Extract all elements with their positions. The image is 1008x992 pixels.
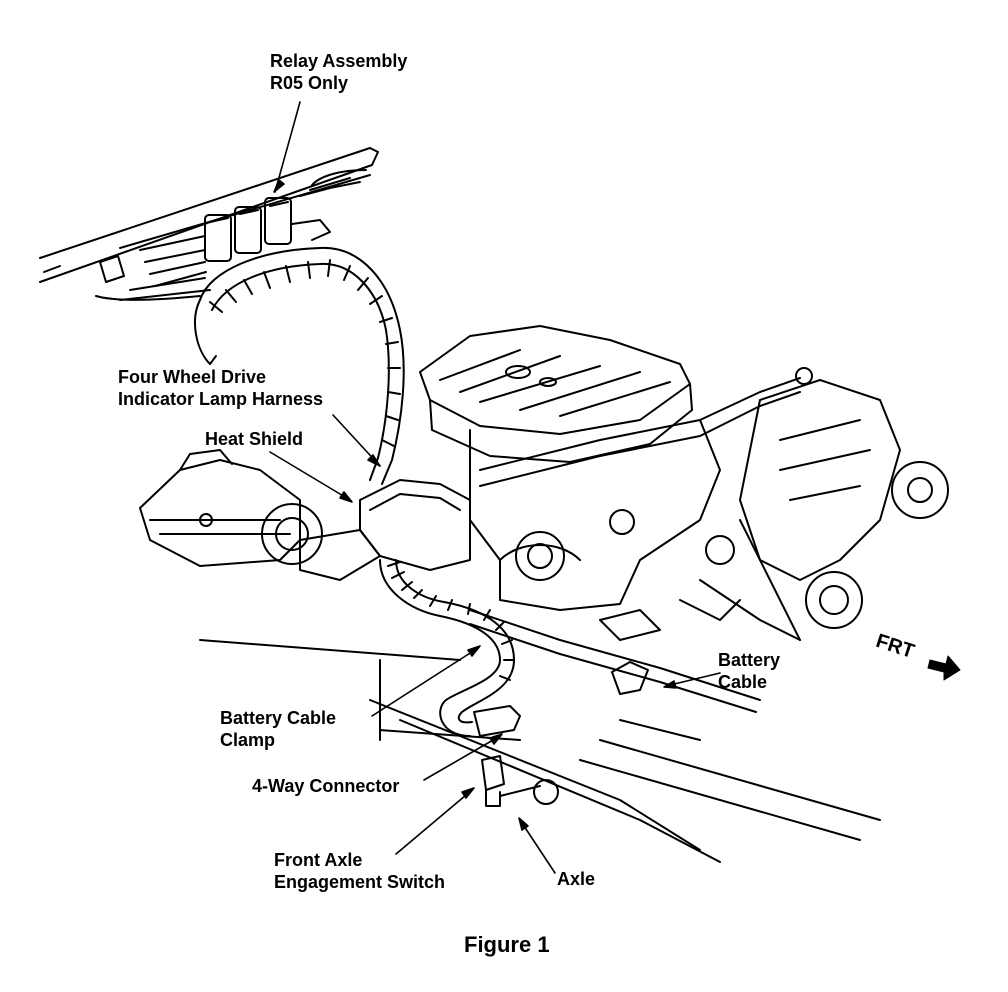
label-battery-cable-line2: Cable	[718, 672, 768, 692]
leader-lines	[269, 101, 721, 874]
indicator-harness	[194, 246, 405, 485]
label-front-axle-engagement-switch: Front Axle Engagement Switch	[274, 849, 445, 893]
label-4-way-connector: 4-Way Connector	[252, 776, 400, 796]
label-switch-line1: Front Axle	[274, 850, 363, 870]
label-clamp-line1: Battery Cable	[220, 708, 337, 728]
relay-connectors	[95, 169, 367, 301]
figure-caption: Figure 1	[464, 932, 550, 957]
battery-cable-run	[469, 609, 761, 713]
label-battery-cable-clamp: Battery Cable Clamp	[220, 707, 336, 751]
label-switch-line2: Engagement Switch	[274, 872, 446, 892]
transmission-pan	[139, 449, 323, 567]
label-four-wheel-drive-harness: Four Wheel Drive Indicator Lamp Harness	[118, 366, 323, 410]
label-clamp-line2: Clamp	[220, 730, 276, 750]
intake-pipe	[479, 367, 813, 487]
label-relay-line2: R05 Only	[270, 73, 349, 93]
label-fwd-line1: Four Wheel Drive	[118, 367, 267, 387]
label-heat-shield: Heat Shield	[205, 429, 304, 449]
label-relay-assembly: Relay Assembly R05 Only	[270, 50, 407, 94]
engine-block	[419, 325, 741, 641]
front-direction-arrow	[927, 655, 961, 681]
label-fwd-line2: Indicator Lamp Harness	[118, 389, 324, 409]
axle-harness	[379, 559, 559, 807]
label-axle: Axle	[557, 869, 596, 889]
label-battery-cable: Battery Cable	[718, 649, 780, 693]
label-relay-line1: Relay Assembly	[270, 51, 408, 71]
label-battery-cable-line1: Battery	[718, 650, 781, 670]
heat-shield	[299, 479, 471, 581]
accessory-drive	[699, 379, 949, 641]
frame-rails	[199, 639, 881, 863]
